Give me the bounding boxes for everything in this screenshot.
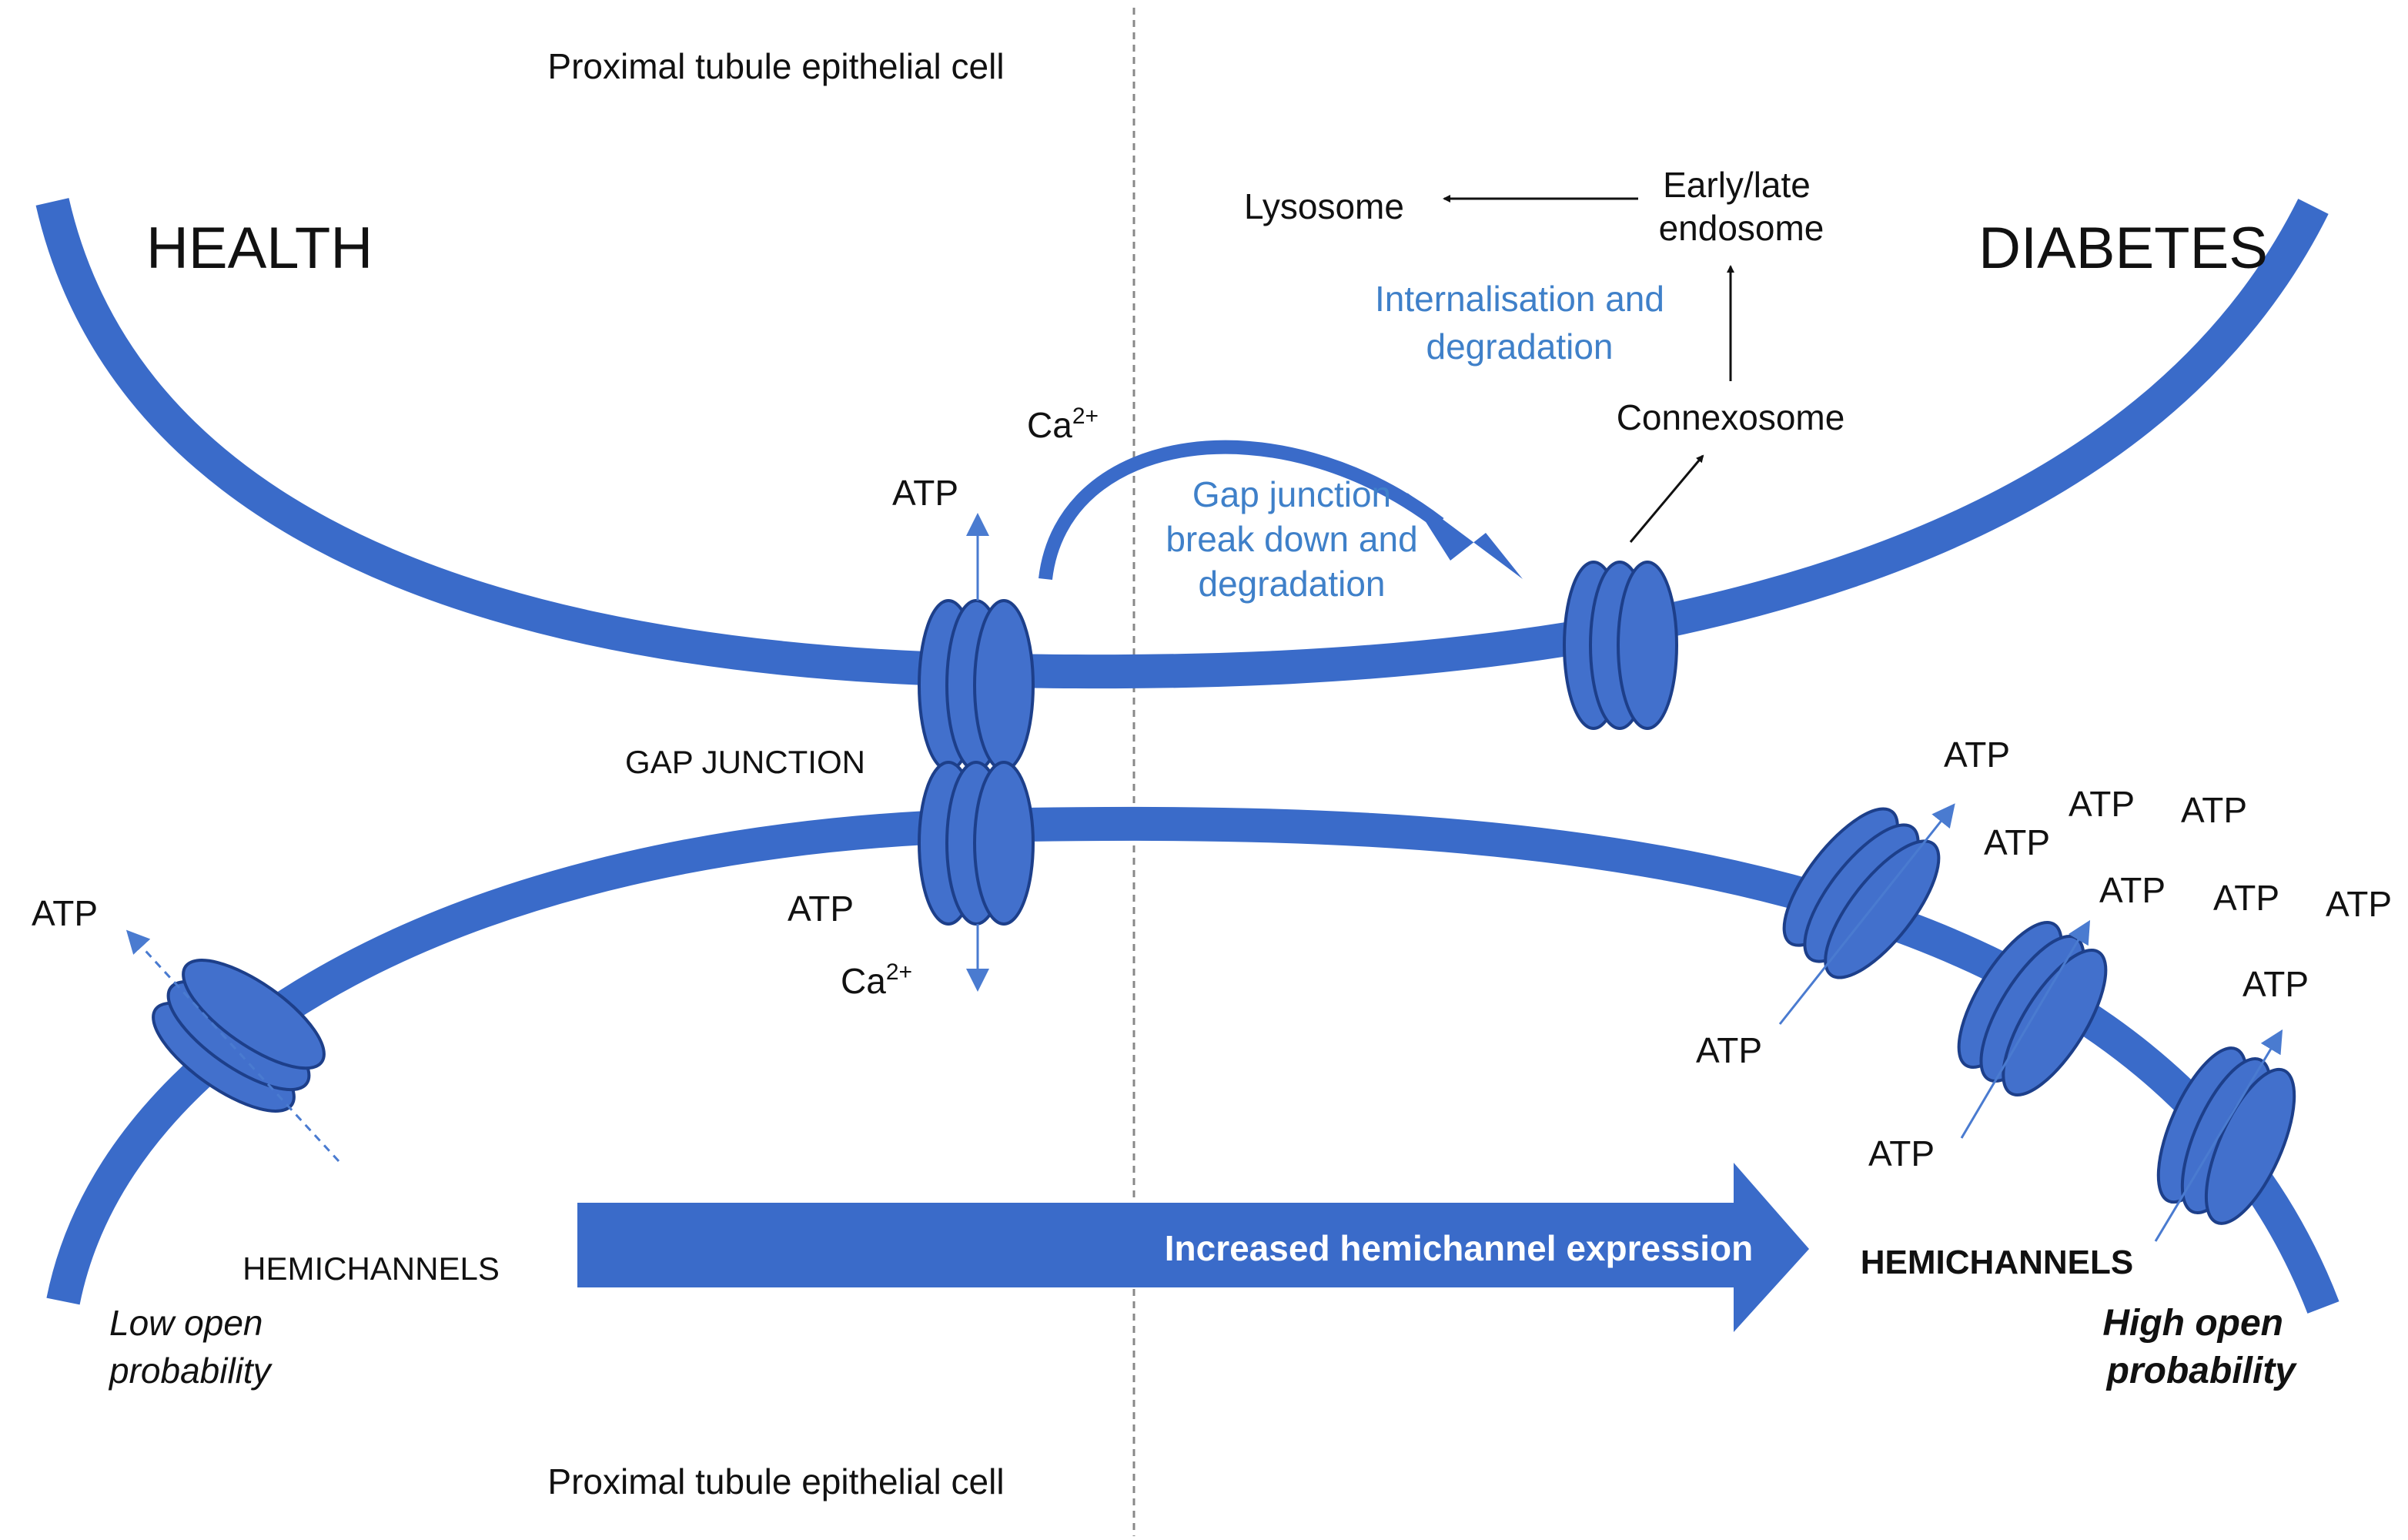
- endosome-label-line1: Early/late: [1663, 165, 1811, 205]
- breakdown-label-line3: degradation: [1199, 564, 1386, 604]
- gap-junction: [918, 599, 1035, 926]
- breakdown-label-line2: break down and: [1166, 519, 1417, 559]
- increased-expression-banner-arrow: [577, 1163, 1809, 1332]
- hemichannels-right-label: HEMICHANNELS: [1861, 1244, 2133, 1281]
- atp-diabetes-6: ATP: [2213, 878, 2279, 918]
- hemichannel-left-atp-dashed-arrow: [125, 929, 340, 1163]
- upper-cell-membrane: [35, 198, 2329, 689]
- connexosome-label: Connexosome: [1617, 397, 1845, 437]
- ca-label-bottom: Ca2+: [841, 959, 912, 1001]
- atp-label-gap-top: ATP: [892, 473, 958, 513]
- internalised-connexon: [1563, 561, 1678, 730]
- atp-diabetes-7: ATP: [2326, 884, 2392, 924]
- hemichannel-right-1-atp-arrow: [1778, 803, 1955, 1025]
- gap-junction-lower-connexon: [918, 761, 1035, 926]
- gap-junction-upper-connexon: [918, 599, 1035, 772]
- hemichannels-left-label: HEMICHANNELS: [242, 1250, 500, 1287]
- diabetes-heading: DIABETES: [1978, 216, 2268, 281]
- hemichannel-right-3: [2156, 1046, 2296, 1225]
- high-open-probability-line1: High open: [2102, 1303, 2283, 1344]
- atp-label-gap-bottom: ATP: [788, 889, 854, 929]
- atp-diabetes-1: ATP: [1944, 735, 2010, 775]
- atp-diabetes-9: ATP: [1696, 1030, 1762, 1070]
- internalisation-label-line2: degradation: [1426, 326, 1614, 367]
- atp-diabetes-8: ATP: [2242, 964, 2309, 1004]
- health-heading: HEALTH: [146, 216, 373, 281]
- breakdown-curved-arrow: [1038, 440, 1444, 581]
- lysosome-label: Lysosome: [1244, 186, 1404, 226]
- hemichannel-right-2-atp-arrow: [1960, 919, 2091, 1139]
- breakdown-curved-arrowhead: [1407, 493, 1523, 579]
- atp-label-hemichannel-left: ATP: [32, 893, 98, 933]
- internalisation-label-line1: Internalisation and: [1375, 279, 1664, 319]
- high-open-probability-line2: probability: [2105, 1351, 2298, 1391]
- low-open-probability-line2: probability: [108, 1351, 273, 1391]
- ca-label-top-base: Ca: [1027, 405, 1072, 445]
- ca-label-bottom-base: Ca: [841, 961, 886, 1001]
- atp-diabetes-4: ATP: [1984, 822, 2050, 862]
- connexon-to-connexosome-arrow: [1629, 454, 1704, 543]
- ca-label-top-sup: 2+: [1072, 403, 1099, 429]
- breakdown-label-line1: Gap junction: [1192, 474, 1391, 514]
- hemichannel-left: [152, 959, 326, 1113]
- hemichannel-right-3-atp-arrow: [2154, 1029, 2283, 1242]
- cell-label-bottom: Proximal tubule epithelial cell: [547, 1461, 1004, 1502]
- atp-diabetes-5: ATP: [2099, 870, 2166, 910]
- banner-text: Increased hemichannel expression: [1165, 1228, 1753, 1268]
- ca-label-bottom-sup: 2+: [886, 959, 912, 985]
- gap-junction-label: GAP JUNCTION: [625, 744, 865, 780]
- cell-label-top: Proximal tubule epithelial cell: [547, 46, 1004, 86]
- endosome-label-line2: endosome: [1659, 208, 1824, 248]
- ca-label-top: Ca2+: [1027, 403, 1099, 445]
- low-open-probability-line1: Low open: [109, 1303, 263, 1343]
- atp-diabetes-3: ATP: [2181, 790, 2247, 830]
- hemichannel-right-1: [1782, 807, 1941, 979]
- atp-diabetes-2: ATP: [2069, 784, 2135, 824]
- atp-diabetes-10: ATP: [1868, 1133, 1935, 1173]
